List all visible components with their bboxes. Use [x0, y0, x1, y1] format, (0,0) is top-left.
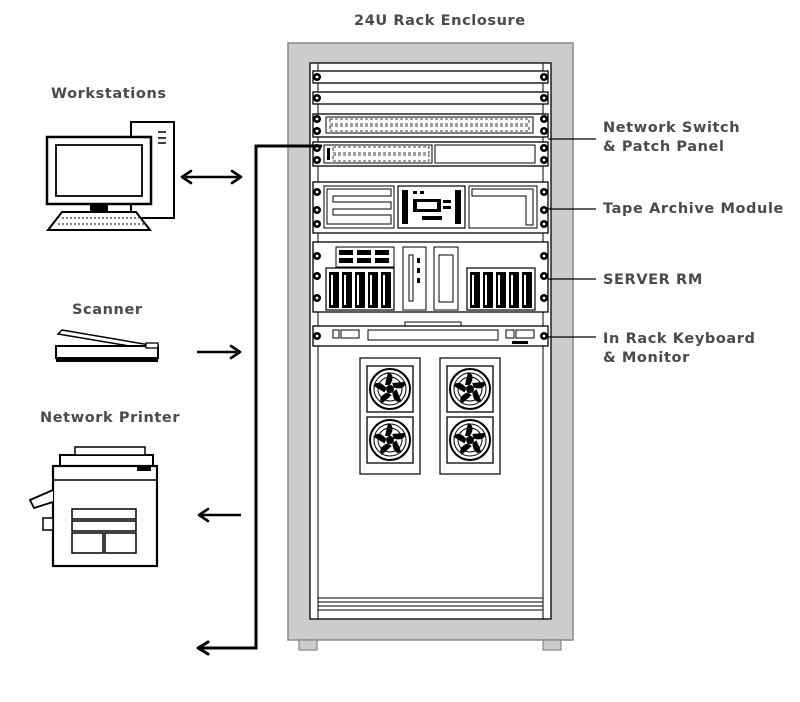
printer-arrow	[197, 507, 241, 523]
keyboard-monitor-label-line1: In Rack Keyboard	[603, 331, 756, 347]
label-leader-lines	[548, 138, 596, 338]
patch-panel	[312, 113, 549, 138]
network-switch-label: Network Switch & Patch Panel	[603, 119, 740, 157]
blank-panel-2	[312, 91, 549, 105]
scanner-icon	[55, 329, 159, 362]
blank-panel-1	[312, 70, 549, 84]
keyboard-monitor-drawer	[312, 321, 549, 347]
scanner-arrow	[197, 344, 242, 360]
tape-archive-label: Tape Archive Module	[603, 201, 784, 217]
cooling-fan-panel-right	[439, 357, 501, 475]
network-printer-icon	[28, 446, 159, 568]
network-switch-label-line2: & Patch Panel	[603, 139, 725, 155]
workstation-icon	[45, 121, 175, 231]
keyboard-monitor-label: In Rack Keyboard & Monitor	[603, 330, 756, 368]
scanner-label: Scanner	[72, 302, 143, 318]
network-cable	[196, 144, 322, 656]
network-switch-label-line1: Network Switch	[603, 120, 741, 136]
rack-bottom-rails	[317, 597, 544, 611]
tape-archive-module	[312, 181, 549, 234]
keyboard-monitor-label-line2: & Monitor	[603, 350, 690, 366]
rack-title: 24U Rack Enclosure	[354, 13, 526, 29]
server-label: SERVER RM	[603, 272, 703, 288]
workstations-label: Workstations	[51, 86, 167, 102]
network-printer-label: Network Printer	[40, 410, 181, 426]
server-unit	[312, 241, 549, 313]
workstation-arrow	[180, 169, 243, 185]
cooling-fan-panel-left	[359, 357, 421, 475]
network-switch	[312, 141, 549, 167]
